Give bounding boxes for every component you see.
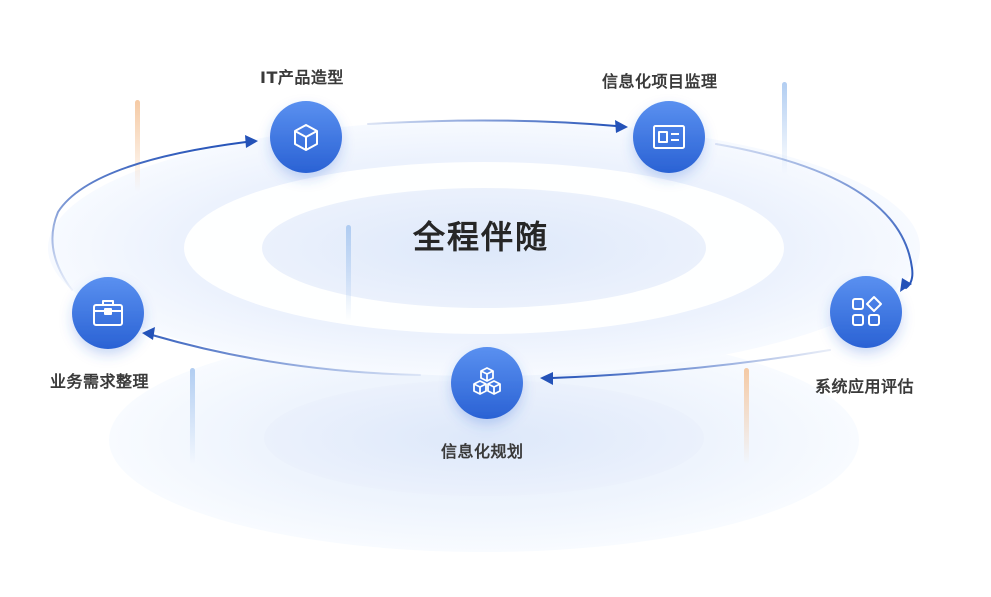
light-bar-blue-right xyxy=(782,82,787,174)
arrow-supervision-to-eval xyxy=(715,143,914,289)
arrowhead-left xyxy=(142,327,155,340)
node-system-eval[interactable] xyxy=(830,276,902,348)
arrowhead-bottom xyxy=(540,372,553,385)
arrow-it-product-to-supervision xyxy=(367,119,617,127)
node-it-product[interactable] xyxy=(270,101,342,173)
label-it-planning: 信息化规划 xyxy=(441,442,524,461)
briefcase-icon xyxy=(93,300,123,326)
arrow-eval-to-planning xyxy=(551,349,831,379)
node-it-supervision[interactable] xyxy=(633,101,705,173)
arrowhead-right xyxy=(900,278,912,292)
upper-ring-core xyxy=(262,188,706,308)
arrow-planning-to-requirements xyxy=(151,334,421,376)
lower-platform-inner xyxy=(264,380,704,496)
label-it-product: IT产品造型 xyxy=(260,68,344,87)
label-it-supervision: 信息化项目监理 xyxy=(602,72,718,91)
center-title: 全程伴随 xyxy=(413,218,550,256)
light-bar-orange-right xyxy=(744,368,749,464)
light-bar-blue-center xyxy=(346,225,351,321)
node-it-planning[interactable] xyxy=(451,347,523,419)
node-requirements[interactable] xyxy=(72,277,144,349)
arrowhead-upper-left xyxy=(245,135,258,148)
light-bar-orange-left xyxy=(135,100,140,192)
window-card-icon xyxy=(653,125,685,149)
light-bar-blue-left xyxy=(190,368,195,464)
cube-icon xyxy=(294,124,318,151)
label-requirements: 业务需求整理 xyxy=(50,372,150,391)
arrowhead-top xyxy=(615,120,628,133)
label-system-eval: 系统应用评估 xyxy=(815,377,915,396)
arrow-requirements-to-product xyxy=(51,141,247,291)
grid-apps-icon xyxy=(852,296,882,326)
stacked-cubes-icon xyxy=(473,367,501,395)
